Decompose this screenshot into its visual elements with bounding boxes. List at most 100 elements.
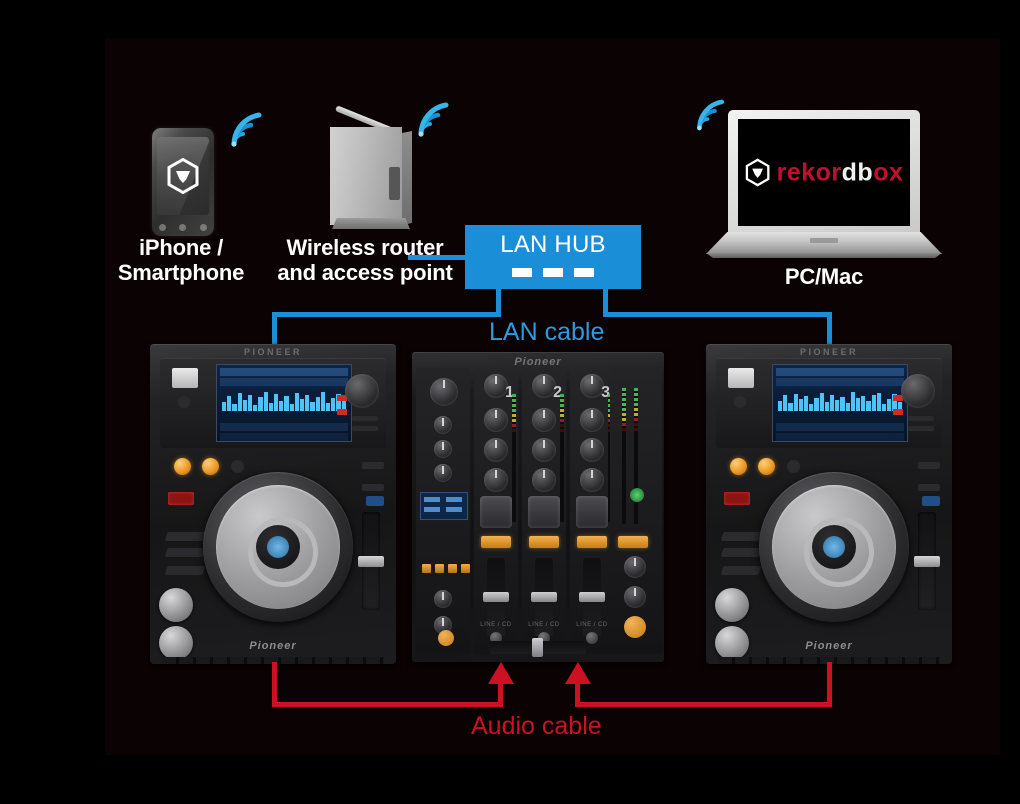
cdj-jog-ring (804, 517, 874, 587)
cdj-brand-top: PIONEER (243, 347, 302, 357)
cdj-jog-platter (772, 485, 896, 609)
mixer-channel-number: 3 (601, 384, 610, 401)
mixer-effect-knob-2 (434, 416, 452, 434)
mixer-channel-2: 2 LINE / CD (522, 368, 566, 654)
lan-cable-to-right-cdj (827, 312, 832, 352)
cdj-mode-button (362, 462, 384, 469)
mixer-effect-knob-3 (434, 440, 452, 458)
lan-hub-port (543, 268, 563, 277)
cdj-hotcue-pads (720, 532, 762, 541)
cdj-hotcue-pads-3 (720, 566, 762, 575)
audio-cable-right-drop (827, 662, 832, 706)
mixer-channel-input-label: LINE / CD (480, 622, 512, 628)
mixer-brand: Pioneer (514, 356, 562, 368)
audio-cable-right-riser (575, 678, 580, 706)
cdj-hotcue-pads (164, 532, 206, 541)
audio-cable-right-arrow (565, 662, 591, 684)
lan-hub-box: LAN HUB (465, 225, 641, 289)
cdj-mode-button-2 (362, 484, 384, 491)
mixer-channel-fader (579, 558, 605, 636)
lan-cable-label: LAN cable (489, 318, 605, 346)
cdj-brand-bottom: Pioneer (249, 640, 297, 652)
laptop-label: PC/Mac (784, 264, 864, 289)
rekordbox-logo: rekor db ox (745, 158, 904, 187)
lan-hub-label: LAN HUB (500, 231, 606, 258)
router-side (402, 131, 412, 225)
audio-cable-left-arrow (488, 662, 514, 684)
cdj-red-button (168, 492, 194, 505)
mixer-effect-knob-4 (434, 464, 452, 482)
cdj-small-button (231, 460, 244, 473)
cdj-waveform (778, 391, 902, 411)
cdj-vents (162, 657, 384, 664)
mixer-master-meter-r (634, 388, 638, 524)
mixer-crossfader (490, 638, 586, 657)
dj-mixer: Pioneer 1 (412, 352, 664, 662)
lan-cable-bus-left (272, 312, 501, 317)
cdj-tempo-fader (914, 512, 940, 610)
cdj-hotcue-pads-2 (164, 548, 206, 557)
cdj-brand-top: PIONEER (799, 347, 858, 357)
mixer-channel-number: 2 (553, 384, 562, 401)
cdj-jog-ring (248, 517, 318, 587)
cdj-head-section (160, 358, 386, 448)
mixer-eq-mid (580, 438, 604, 462)
logo-part-2: db (841, 158, 874, 186)
mixer-master-cue-button (618, 536, 648, 548)
cdj-rotary-selector (901, 374, 935, 408)
cdj-jog-platter (216, 485, 340, 609)
smartphone-screen (157, 137, 209, 215)
lan-hub-port (512, 268, 532, 277)
mixer-channel-cue-button (529, 536, 559, 548)
mixer-eq-mid (532, 438, 556, 462)
mixer-channel-input-label: LINE / CD (528, 622, 560, 628)
cdj-vents (718, 657, 940, 664)
cdj-tempo-knob-a (715, 588, 749, 622)
mixer-master-panel (610, 368, 660, 654)
laptop-screen: rekor db ox (738, 119, 910, 226)
mixer-channel-cue-pad (576, 496, 608, 528)
mixer-eq-low (484, 468, 508, 492)
cdj-display (216, 364, 352, 442)
smartphone-buttons (152, 222, 214, 232)
mixer-eq-mid (484, 438, 508, 462)
cdj-eject-button (178, 396, 190, 408)
logo-part-3: ox (873, 158, 904, 186)
cdj-blue-indicator (922, 496, 940, 506)
mixer-channel-3: 3 LINE / CD (570, 368, 614, 654)
mixer-channel-meter (560, 394, 564, 522)
lan-cable-to-left-cdj (272, 312, 277, 352)
wireless-router-device (330, 105, 414, 229)
cdj-jog-wheel (203, 472, 353, 622)
cdj-cue-button-a (174, 458, 191, 475)
mixer-channel-fader (483, 558, 509, 636)
mixer-trim-knob (532, 374, 556, 398)
mixer-effect-pads (422, 564, 470, 573)
lan-cable-hub-right-drop (603, 288, 608, 314)
rekordbox-hex-icon (745, 158, 770, 187)
cdj-usb-slot (728, 368, 754, 388)
mixer-effect-display (420, 492, 468, 520)
mixer-headphone-jack (438, 630, 454, 646)
mixer-trim-knob (580, 374, 604, 398)
cdj-eject-button (734, 396, 746, 408)
mixer-channel-meter (512, 394, 516, 522)
laptop-base (706, 232, 942, 254)
router-slot (389, 167, 400, 200)
mixer-eq-hi (484, 408, 508, 432)
cdj-cue-button-b (758, 458, 775, 475)
mixer-channel-number: 1 (505, 384, 514, 401)
mixer-channel-cue-pad (480, 496, 512, 528)
cdj-tempo-fader (358, 512, 384, 610)
cdj-rotary-selector (345, 374, 379, 408)
lan-cable-router-to-hub (408, 255, 466, 260)
audio-cable-left-run (272, 702, 503, 707)
mixer-effect-knob-5 (434, 590, 452, 608)
cdj-waveform (222, 391, 346, 411)
mixer-master-meter-l (622, 388, 626, 524)
cdj-jog-dot (267, 536, 289, 558)
cdj-usb-slot (172, 368, 198, 388)
router-label: Wireless router and access point (277, 235, 453, 285)
laptop-foot (706, 253, 942, 258)
